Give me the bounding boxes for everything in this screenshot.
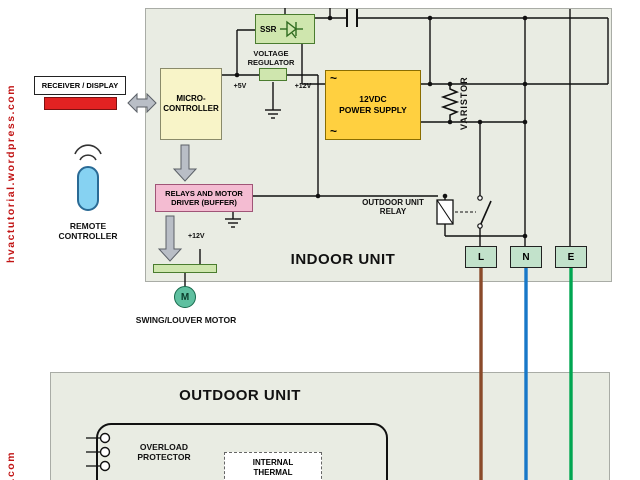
terminal-N: N — [510, 246, 542, 268]
ac-symbol-bottom: ~ — [330, 124, 338, 138]
swing-motor-circle: M — [174, 286, 196, 308]
voltage-regulator-label: VOLTAGE REGULATOR — [247, 49, 295, 67]
outdoor-relay-label: OUTDOOR UNIT RELAY — [352, 198, 434, 217]
internal-label-line2: THERMAL — [253, 468, 293, 478]
varistor-symbol — [440, 84, 460, 122]
watermark-bottom: hvactutorial.wordpress.com — [5, 451, 17, 480]
indoor-unit-title: INDOOR UNIT — [290, 251, 396, 268]
thyristor-icon — [280, 20, 304, 39]
compressor-outline — [86, 423, 388, 480]
watermark-top: hvactutorial.wordpress.com — [5, 84, 17, 263]
arrow-driver-to-motor — [157, 215, 183, 262]
plus5v-label: +5V — [233, 83, 247, 90]
psu-label-line2: POWER SUPPLY — [339, 105, 407, 115]
arrow-micro-to-driver — [172, 144, 198, 182]
relay-switch-symbol — [477, 195, 492, 229]
ground-symbol-regulator — [265, 109, 281, 119]
terminal-E: E — [555, 246, 587, 268]
psu-label-line1: 12VDC — [359, 94, 387, 105]
plus12v-label: +12V — [294, 83, 312, 90]
remote-label-line1: REMOTE — [69, 221, 107, 231]
voltage-regulator-box — [259, 68, 287, 81]
internal-thermal-box: INTERNAL THERMAL — [224, 452, 322, 480]
arrow-receiver-micro-bidirectional — [127, 92, 157, 114]
capacitor-symbol — [346, 9, 358, 27]
outdoor-unit-panel — [50, 372, 610, 480]
ssr-label: SSR — [260, 24, 277, 34]
ac-symbol-top: ~ — [330, 71, 338, 85]
motor-plus12v-label: +12V — [188, 233, 205, 240]
circuit-wires — [184, 8, 609, 287]
relay-coil-symbol — [436, 199, 476, 225]
internal-label-line1: INTERNAL — [252, 458, 294, 467]
indoor-unit-panel — [145, 8, 612, 282]
receiver-display-box: RECEIVER / DISPLAY — [34, 76, 126, 95]
ground-symbol-driver — [225, 212, 241, 228]
outdoor-unit-title: OUTDOOR UNIT — [179, 387, 301, 404]
swing-motor-label: SWING/LOUVER MOTOR — [135, 315, 237, 325]
varistor-label: VARISTOR — [459, 76, 469, 130]
motor-terminal-bar — [153, 264, 217, 273]
overload-label-line1: OVERLOAD — [139, 442, 189, 452]
relays-driver-box: RELAYS AND MOTOR DRIVER (BUFFER) — [155, 184, 253, 212]
ssr-box: SSR — [255, 14, 315, 44]
microcontroller-box: MICRO-CONTROLLER — [160, 68, 222, 140]
remote-controller-icon — [77, 166, 99, 211]
outdoor-relay-label-line1: OUTDOOR UNIT — [362, 198, 424, 207]
flow-arrows — [127, 92, 198, 262]
power-supply-box: ~ ~ 12VDC POWER SUPPLY — [325, 70, 421, 140]
remote-controller-label: REMOTE CONTROLLER — [46, 221, 130, 241]
ir-waves-icon — [74, 144, 102, 161]
terminal-L: L — [465, 246, 497, 268]
junction-dots — [234, 15, 528, 239]
remote-label-line2: CONTROLLER — [58, 231, 118, 242]
overload-label-line2: PROTECTOR — [137, 452, 191, 463]
overload-protector-label: OVERLOAD PROTECTOR — [118, 442, 210, 462]
receiver-display-bar — [44, 97, 117, 110]
outdoor-relay-label-line2: RELAY — [379, 207, 407, 217]
